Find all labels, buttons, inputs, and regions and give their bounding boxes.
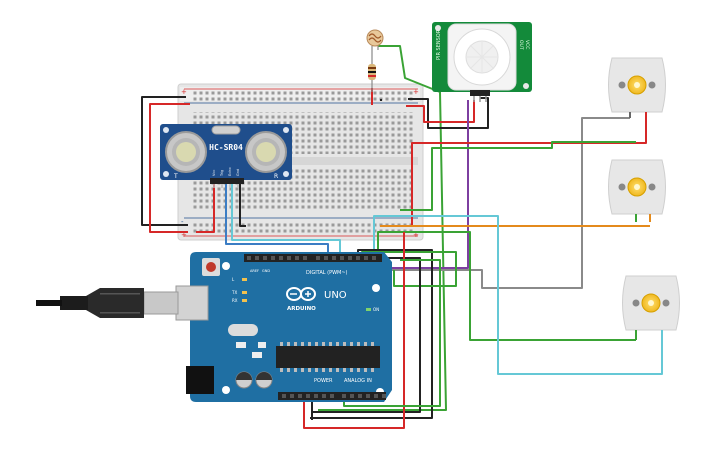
- wire-red-bottom: [303, 232, 405, 429]
- sensor-pin-vcc: Vcc: [212, 170, 216, 176]
- tx-label: TX: [231, 290, 237, 295]
- l-label: L: [232, 277, 235, 282]
- gnd-label-top: GND: [262, 269, 270, 273]
- rail-plus-bottom-right: +: [413, 231, 419, 239]
- power-label: POWER: [314, 378, 333, 384]
- sensor-mark-r: R: [274, 173, 278, 180]
- sensor-pin-echo: Echo: [228, 168, 232, 177]
- wire-photo-green: [318, 45, 447, 411]
- sensor-model: HC-SR04: [209, 143, 243, 152]
- arduino-brand: ARDUINO: [287, 306, 316, 312]
- wire-sensor-red: [196, 182, 215, 233]
- photoresistor[interactable]: [366, 29, 384, 62]
- wire-pir-red: [406, 100, 475, 123]
- resistor[interactable]: [368, 62, 376, 92]
- rail-plus-top-right: +: [413, 88, 419, 96]
- ultrasonic-sensor[interactable]: HC-SR04 T R Vcc Trig Echo Gnd: [160, 124, 292, 188]
- sensor-pin-gnd: Gnd: [236, 169, 240, 176]
- wire-sensor-cyan: [231, 182, 341, 258]
- wire-green-analog: [343, 259, 441, 407]
- dc-motor-3[interactable]: [622, 275, 680, 340]
- wire-black-left: [141, 96, 188, 226]
- sensor-pin-trig: Trig: [220, 170, 224, 177]
- rail-plus-top: +: [181, 88, 187, 96]
- wire-sensor-black: [239, 182, 246, 227]
- rail-plus-bottom: +: [181, 231, 187, 239]
- digital-label: DIGITAL (PWM~): [306, 270, 348, 276]
- arduino-uno[interactable]: DIGITAL (PWM~) AREF GND TX RX L UNO ARDU…: [186, 252, 392, 402]
- wire-motor3-cyan: [373, 215, 663, 375]
- uno-label: UNO: [324, 290, 347, 301]
- sensor-mark-t: T: [173, 173, 178, 180]
- wire-motor2-green: [400, 141, 636, 211]
- aref-label: AREF: [250, 269, 259, 273]
- arduino-logo: [286, 287, 316, 301]
- wire-motor1-red: [411, 118, 647, 226]
- pir-pin-out: OUT: [518, 40, 524, 50]
- pir-label: PIR SENSOR: [436, 29, 442, 60]
- wire-red-left: [149, 103, 190, 233]
- on-label: ON: [373, 307, 379, 312]
- analog-label: ANALOG IN: [344, 378, 372, 384]
- rx-label: RX: [232, 298, 238, 303]
- rail-minus-bottom: -: [181, 218, 184, 226]
- usb-cable[interactable]: [36, 285, 209, 321]
- wire-sensor-blue: [225, 182, 329, 258]
- dc-motor-1[interactable]: [608, 57, 666, 118]
- dc-motor-2[interactable]: [608, 159, 666, 222]
- pir-pin-vcc: VCC: [524, 40, 530, 49]
- wire-motor3-green: [377, 231, 636, 341]
- pir-sensor[interactable]: PIR SENSOR VCC OUT: [432, 22, 532, 102]
